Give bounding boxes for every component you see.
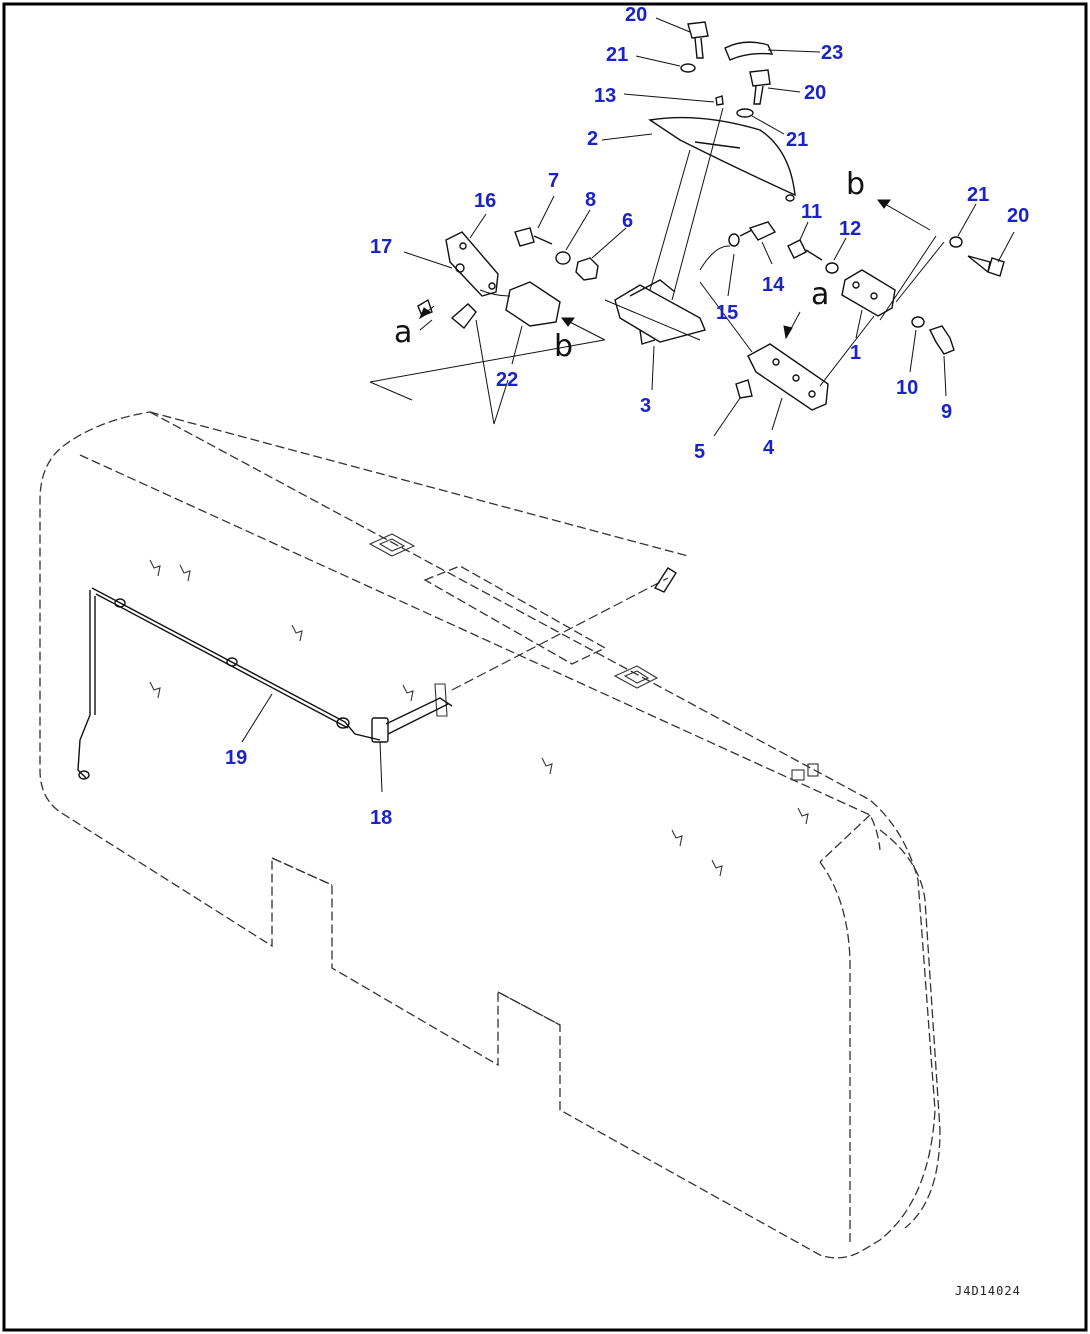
callout-21-top: 21 xyxy=(606,44,629,66)
callout-15: 15 xyxy=(716,302,739,324)
callout-22: 22 xyxy=(496,369,519,391)
callout-21-right: 21 xyxy=(967,184,990,206)
drawing-code: J4D14024 xyxy=(955,1284,1021,1298)
callout-20-top: 20 xyxy=(625,4,648,26)
callout-9: 9 xyxy=(941,401,953,423)
connection-line xyxy=(451,577,669,691)
callout-13: 13 xyxy=(594,85,617,107)
callout-14: 14 xyxy=(762,274,785,296)
callout-18: 18 xyxy=(370,807,393,829)
view-label-b-left: b xyxy=(554,329,574,364)
callout-3: 3 xyxy=(640,395,652,417)
view-label-a-left: a xyxy=(394,315,413,350)
view-label-b-right: b xyxy=(846,167,866,202)
callout-6: 6 xyxy=(622,210,634,232)
callout-12: 12 xyxy=(839,218,862,240)
callout-4: 4 xyxy=(763,437,775,459)
callout-17: 17 xyxy=(370,236,393,258)
callout-1: 1 xyxy=(850,342,862,364)
exploded-parts xyxy=(417,21,1005,411)
callout-7: 7 xyxy=(548,170,560,192)
connector-plug xyxy=(653,567,677,593)
wiring-harness xyxy=(77,587,453,780)
view-label-a-right: a xyxy=(811,277,830,312)
callout-2: 2 xyxy=(587,128,599,150)
callout-20-mid: 20 xyxy=(804,82,827,104)
callout-19: 19 xyxy=(225,747,248,769)
callout-16: 16 xyxy=(474,190,497,212)
callout-21-mid: 21 xyxy=(786,129,809,151)
leader-lines xyxy=(241,17,1015,793)
callout-8: 8 xyxy=(585,189,597,211)
callout-5: 5 xyxy=(694,441,706,463)
counterweight-details xyxy=(149,533,819,877)
callout-10: 10 xyxy=(896,377,919,399)
callout-20-right: 20 xyxy=(1007,205,1030,227)
callout-11: 11 xyxy=(801,201,823,223)
counterweight-outline xyxy=(39,411,941,1259)
callout-23: 23 xyxy=(821,42,844,64)
